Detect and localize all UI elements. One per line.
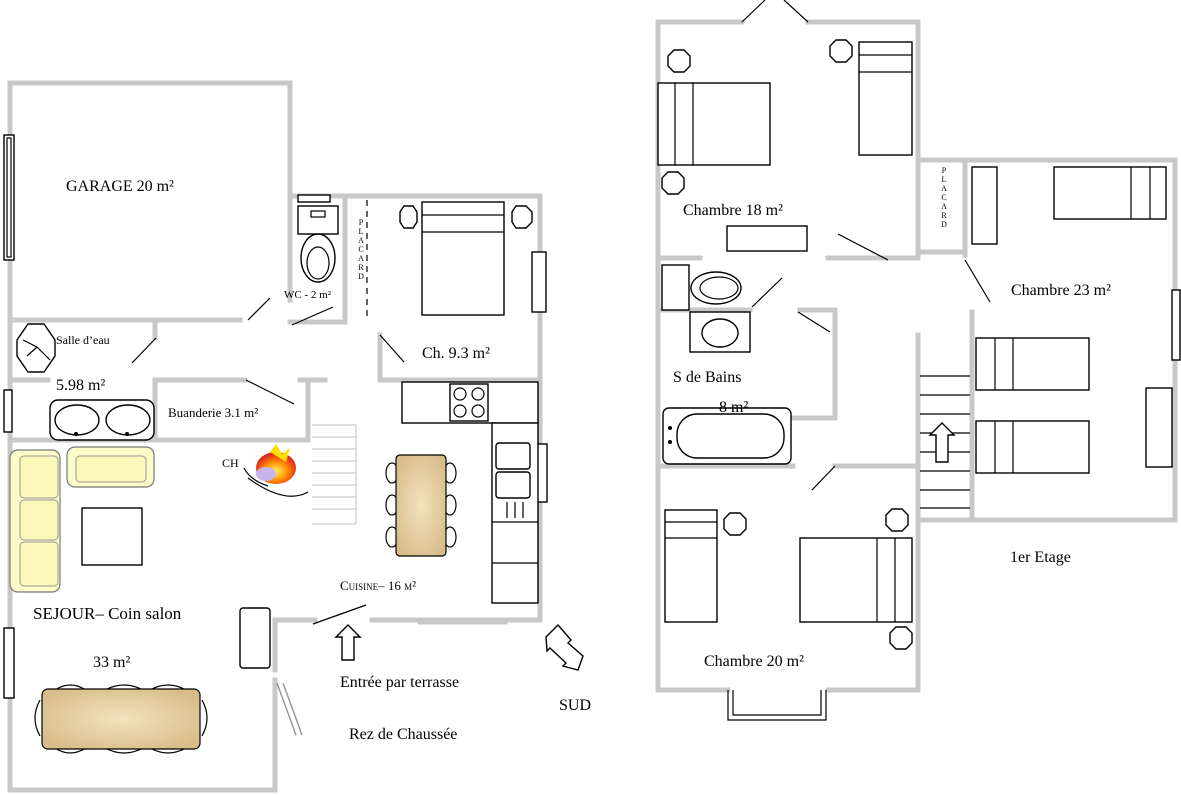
fireplace-icon — [243, 444, 309, 497]
label-ch: CH — [222, 456, 239, 470]
ground-floor: GARAGE 20 m² WC - 2 m² Salle d’eau 5.98 … — [3, 80, 591, 793]
first-floor-walls — [655, 19, 1178, 693]
ground-floor-windows — [3, 134, 548, 736]
label-rez-de-chaussee: Rez de Chaussée — [349, 726, 457, 743]
arrow-up-icon — [334, 624, 362, 661]
sofa-l — [9, 449, 61, 593]
kitchen-fixtures — [401, 381, 539, 604]
bed-ch93 — [399, 201, 533, 316]
label-sejour-area: 33 m² — [93, 654, 130, 671]
sideboard — [239, 607, 271, 669]
label-chambre-93: Ch. 9.3 m² — [422, 345, 490, 362]
salle-eau-fixtures — [16, 323, 155, 441]
label-placard-first: PLACARD — [941, 166, 947, 229]
table-cuisine — [385, 454, 457, 557]
label-sejour: SEJOUR– Coin salon — [33, 604, 182, 623]
label-chambre-20: Chambre 20 m² — [704, 653, 804, 670]
table-sejour — [34, 684, 208, 754]
arrow-south-icon — [545, 623, 584, 671]
label-placard-ground: PLACARD — [358, 218, 364, 281]
label-buanderie: Buanderie 3.1 m² — [168, 405, 258, 420]
coffee-table — [81, 507, 143, 566]
label-garage: GARAGE 20 m² — [66, 178, 174, 195]
label-salle-eau-area: 5.98 m² — [56, 377, 105, 394]
label-salle-eau: Salle d’eau — [56, 333, 110, 347]
toilet — [297, 205, 339, 283]
bathroom-fixtures — [661, 264, 792, 465]
staircase-ground — [312, 424, 357, 525]
label-1er-etage: 1er Etage — [1010, 549, 1071, 566]
label-wc: WC - 2 m² — [284, 289, 332, 301]
label-salle-de-bains-area: 8 m² — [719, 399, 748, 416]
ground-floor-doors — [131, 200, 405, 625]
label-chambre-18: Chambre 18 m² — [683, 202, 783, 219]
stairs-arrow-icon — [928, 422, 956, 463]
first-floor: Chambre 18 m² Chambre 23 m² S de Bains 8… — [655, 0, 1181, 721]
label-cuisine: Cuisine– 16 m² — [340, 578, 416, 593]
first-floor-windows — [727, 0, 1181, 721]
sofa-small — [66, 446, 155, 488]
bedroom-20-furniture — [664, 508, 913, 650]
label-sud: SUD — [559, 697, 591, 714]
label-chambre-23: Chambre 23 m² — [1011, 282, 1111, 299]
bedroom-23-furniture — [971, 166, 1173, 474]
first-floor-doors — [751, 233, 991, 491]
label-entree: Entrée par terrasse — [340, 674, 459, 691]
staircase-first — [920, 375, 970, 509]
bedroom-18-furniture — [657, 39, 913, 252]
label-salle-de-bains: S de Bains — [673, 369, 741, 386]
